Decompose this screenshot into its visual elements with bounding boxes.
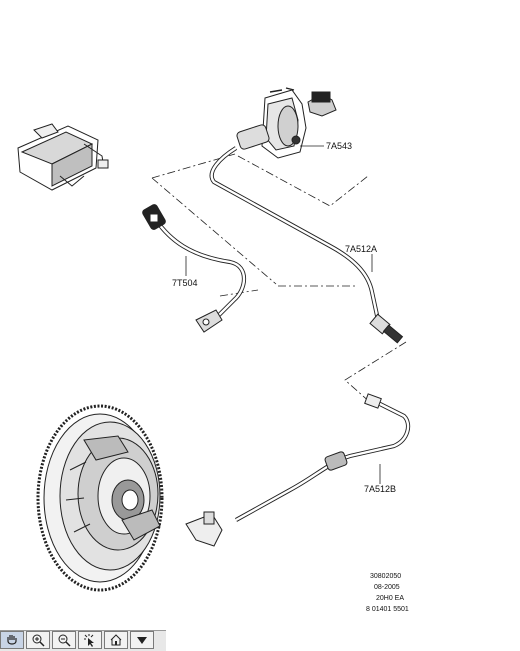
home-icon: [110, 634, 122, 646]
footer-ref: 8 01401 5501: [366, 606, 409, 613]
damper-line: [142, 204, 247, 333]
zoom-in-icon: [32, 634, 45, 647]
hand-icon: [7, 635, 17, 645]
clutch-hydraulic-diagram: [17, 87, 411, 592]
callout-7a512a: 7A512A: [345, 244, 378, 254]
footer-code: 30802050: [370, 573, 402, 580]
callout-7a512b: 7A512B: [364, 484, 397, 494]
master-cylinder: [236, 87, 337, 159]
flywheel-clutch: [36, 404, 164, 592]
reference-lines: [151, 153, 407, 405]
fluid-reservoir: [17, 123, 109, 191]
triangle-down-icon: [137, 637, 147, 644]
pressure-line-b: [185, 393, 411, 547]
callout-7a543: 7A543: [326, 141, 353, 151]
select-tool-button[interactable]: [78, 631, 102, 649]
callout-7t504: 7T504: [172, 278, 198, 288]
footer-model: 20H0 EA: [376, 595, 405, 602]
viewer-toolbar: [0, 630, 166, 651]
zoom-in-button[interactable]: [26, 631, 50, 649]
zoom-out-button[interactable]: [52, 631, 76, 649]
leader-lines: [185, 145, 381, 484]
pan-tool-button[interactable]: [0, 631, 24, 649]
pressure-line-a: [209, 146, 404, 344]
cursor-sparkle-icon: [84, 634, 94, 647]
footer-date: 08-2005: [374, 584, 400, 591]
menu-dropdown-button[interactable]: [130, 631, 154, 649]
zoom-out-icon: [58, 634, 71, 647]
home-button[interactable]: [104, 631, 128, 649]
